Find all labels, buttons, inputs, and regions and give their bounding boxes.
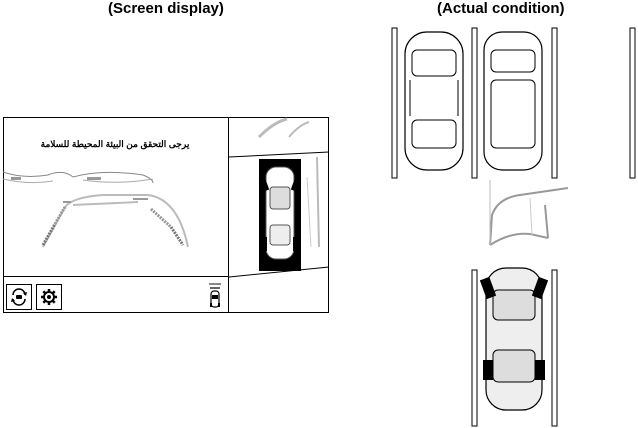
- parked-car-right: [483, 31, 543, 171]
- top-down-view: [229, 117, 329, 278]
- settings-button[interactable]: [36, 284, 62, 310]
- parked-car-left: [404, 31, 464, 171]
- screen-display-caption: (Screen display): [108, 0, 224, 17]
- rear-camera-view: [3, 171, 189, 248]
- car-rear-indicator-icon: [209, 283, 221, 308]
- actual-condition-illustration: [391, 27, 636, 427]
- own-car-topdown: [258, 166, 302, 260]
- view-divider: [228, 117, 229, 313]
- camera-rotate-icon: [11, 288, 27, 306]
- actual-condition-caption: (Actual condition): [437, 0, 565, 17]
- toolbar-divider: [3, 276, 228, 277]
- camera-switch-button[interactable]: [6, 284, 32, 310]
- own-car: [479, 267, 549, 411]
- gear-icon: [41, 289, 57, 305]
- safety-warning-text: يرجى التحقق من البيئة المحيطة للسلامة: [40, 139, 190, 149]
